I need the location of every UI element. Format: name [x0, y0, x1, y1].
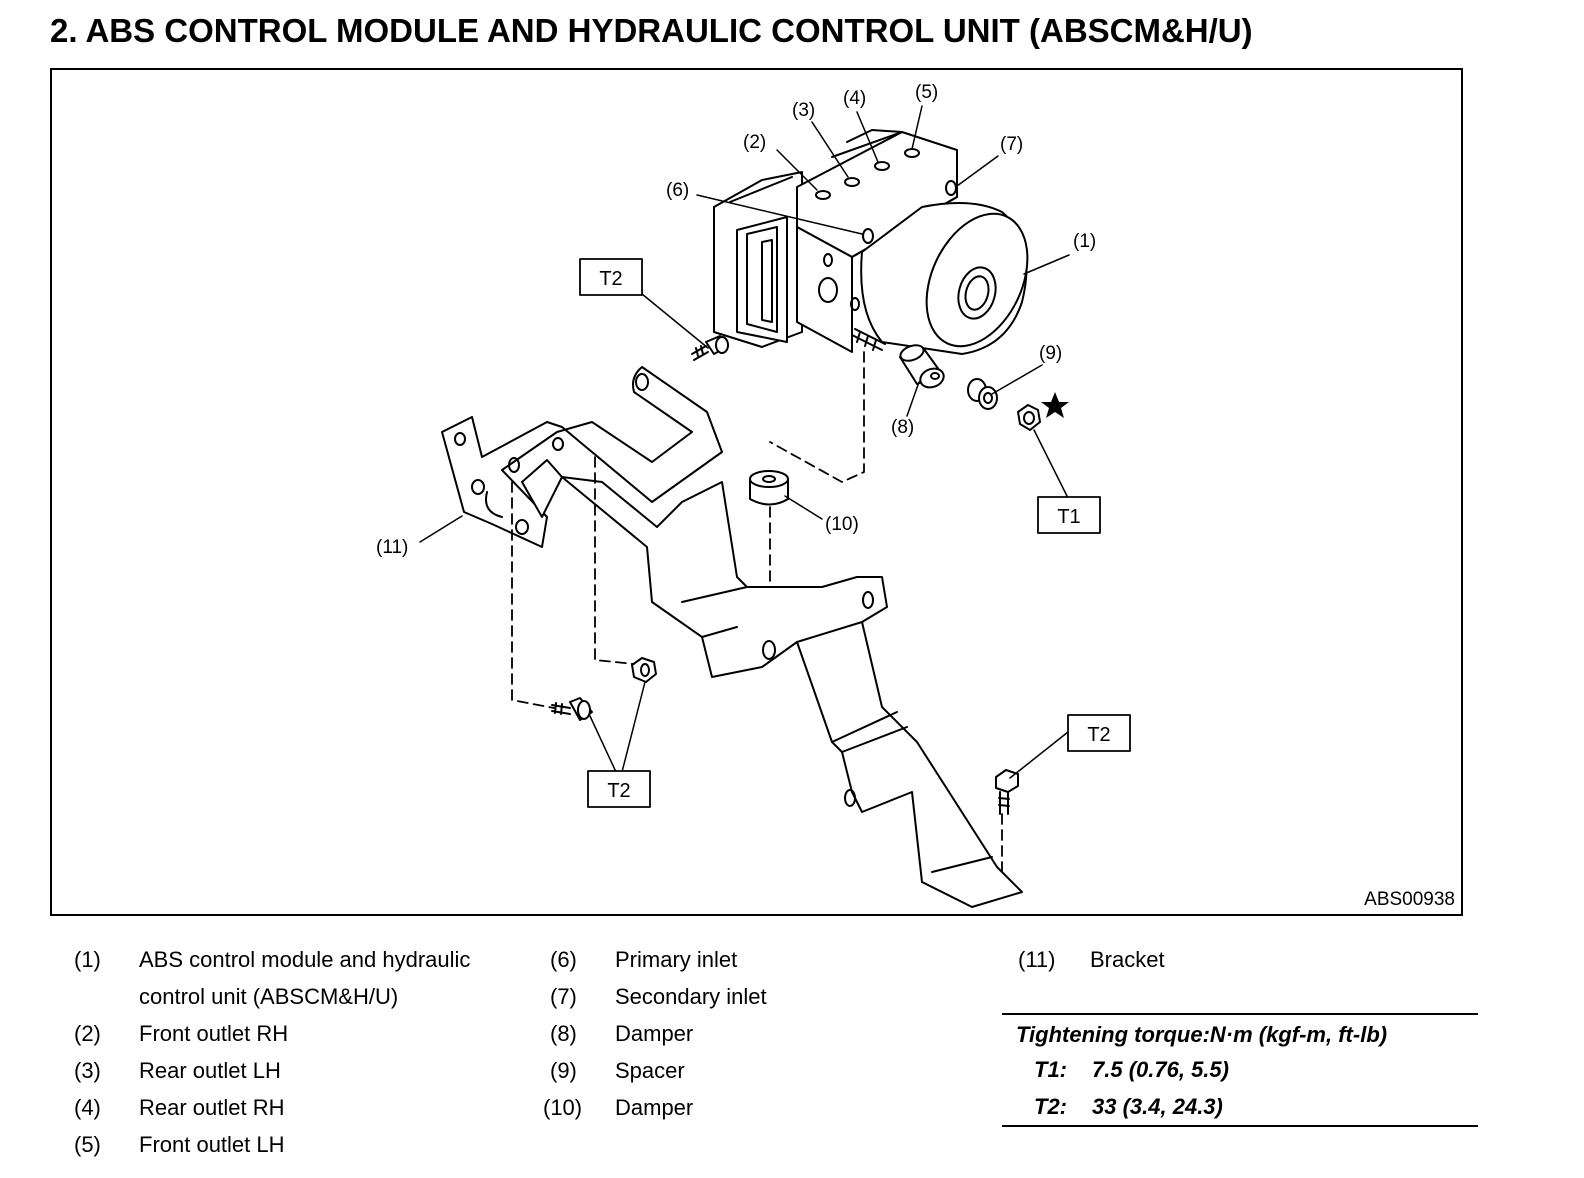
callout-6: (6) — [666, 180, 689, 201]
legend-number: (10) — [543, 1095, 583, 1120]
legend-item: (6) Primary inlet — [543, 941, 843, 978]
spacer-9-part — [967, 378, 998, 410]
abs-hydraulic-unit — [713, 129, 1029, 355]
diagram-frame: (1) (2) (3) (4) (5) (7) (6) (9) (8) (10)… — [50, 68, 1463, 916]
secondary-inlet-port — [945, 180, 957, 196]
nut-t1-part — [1017, 404, 1041, 431]
callout-3: (3) — [792, 100, 815, 121]
svg-text:T2: T2 — [607, 780, 630, 802]
callout-8: (8) — [891, 417, 914, 438]
torque-row: T2: 33 (3.4, 24.3) — [1002, 1088, 1478, 1125]
legend-number: (11) — [1018, 947, 1056, 972]
legend-number: (6) — [550, 947, 577, 972]
front-outlet-rh-port — [815, 190, 831, 200]
legend-label: Rear outlet RH — [139, 1095, 285, 1120]
legend-label-continued: control unit (ABSCM&H/U) — [139, 984, 399, 1009]
svg-text:T1: T1 — [1057, 506, 1080, 528]
legend-number: (7) — [550, 984, 577, 1009]
rear-outlet-lh-port — [844, 177, 860, 187]
torque-value: 7.5 (0.76, 5.5) — [1092, 1057, 1229, 1082]
torque-table: Tightening torque:N·m (kgf-m, ft-lb) T1:… — [1002, 1013, 1478, 1127]
damper-8-part — [899, 344, 945, 389]
legend-column-2: (6) Primary inlet (7) Secondary inlet (8… — [543, 941, 843, 1126]
rear-outlet-rh-port — [874, 161, 890, 171]
assembly-lines — [511, 351, 1003, 873]
torque-tag-t2-upper: T2 — [579, 258, 643, 296]
bolt-upper-part — [691, 335, 729, 361]
bolt-lower-right-part — [995, 769, 1019, 815]
legend-item: (5) Front outlet LH — [74, 1126, 534, 1163]
legend-label: Front outlet LH — [139, 1132, 285, 1157]
svg-text:T2: T2 — [1087, 724, 1110, 746]
legend-label: Primary inlet — [615, 947, 738, 972]
torque-key: T2: — [1034, 1094, 1067, 1119]
legend-label: Secondary inlet — [615, 984, 767, 1009]
legend-label: Damper — [615, 1021, 694, 1046]
torque-table-header: Tightening torque:N·m (kgf-m, ft-lb) — [1016, 1022, 1388, 1047]
legend-item: (9) Spacer — [543, 1052, 843, 1089]
callout-5: (5) — [915, 82, 938, 103]
legend-label: ABS control module and hydraulic — [139, 947, 471, 972]
torque-row: T1: 7.5 (0.76, 5.5) — [1002, 1051, 1478, 1088]
callout-9: (9) — [1039, 343, 1062, 364]
legend-label: Damper — [615, 1095, 694, 1120]
legend-number: (1) — [74, 947, 101, 972]
legend-label: Bracket — [1090, 947, 1165, 972]
legend-item: (7) Secondary inlet — [543, 978, 843, 1015]
diagram-id: ABS00938 — [1364, 889, 1455, 910]
nut-lower-part — [631, 657, 657, 683]
mounting-stud — [851, 328, 886, 351]
star-icon — [1041, 392, 1069, 418]
callout-2: (2) — [743, 132, 766, 153]
page-title: 2. ABS CONTROL MODULE AND HYDRAULIC CONT… — [50, 12, 1253, 49]
legend-number: (4) — [74, 1095, 101, 1120]
legend-label: Front outlet RH — [139, 1021, 289, 1046]
legend-label: Rear outlet LH — [139, 1058, 281, 1083]
legend-number: (9) — [550, 1058, 577, 1083]
callout-1: (1) — [1073, 231, 1096, 252]
callout-7: (7) — [1000, 134, 1023, 155]
torque-tag-t2-lower: T2 — [587, 770, 651, 808]
legend-item: (10) Damper — [543, 1089, 843, 1126]
leader-lines — [419, 105, 1070, 779]
torque-tag-t2-right: T2 — [1067, 714, 1131, 752]
legend-item: (4) Rear outlet RH — [74, 1089, 534, 1126]
bracket-part — [441, 366, 1023, 908]
callout-11: (11) — [376, 537, 408, 558]
legend-number: (8) — [550, 1021, 577, 1046]
callout-10: (10) — [825, 514, 859, 535]
legend-label: Spacer — [615, 1058, 685, 1083]
legend-number: (3) — [74, 1058, 101, 1083]
legend-column-3: (11) Bracket — [1018, 941, 1318, 978]
torque-tag-t1: T1 — [1037, 496, 1101, 534]
legend-column-1: (1) ABS control module and hydraulic con… — [74, 941, 534, 1163]
legend-number: (5) — [74, 1132, 101, 1157]
legend-item: (3) Rear outlet LH — [74, 1052, 534, 1089]
torque-key: T1: — [1034, 1057, 1067, 1082]
svg-text:T2: T2 — [599, 268, 622, 290]
damper-10-part — [749, 470, 789, 506]
abs-unit-diagram: (1) (2) (3) (4) (5) (7) (6) (9) (8) (10)… — [376, 82, 1131, 908]
legend-item: (11) Bracket — [1018, 941, 1318, 978]
bolt-lower-left-part — [551, 697, 593, 721]
legend-item: (8) Damper — [543, 1015, 843, 1052]
primary-inlet-port — [862, 228, 874, 244]
legend-item: (2) Front outlet RH — [74, 1015, 534, 1052]
legend-item: (1) ABS control module and hydraulic con… — [74, 941, 534, 1015]
legend-number: (2) — [74, 1021, 101, 1046]
callout-4: (4) — [843, 88, 866, 109]
torque-value: 33 (3.4, 24.3) — [1092, 1094, 1223, 1119]
